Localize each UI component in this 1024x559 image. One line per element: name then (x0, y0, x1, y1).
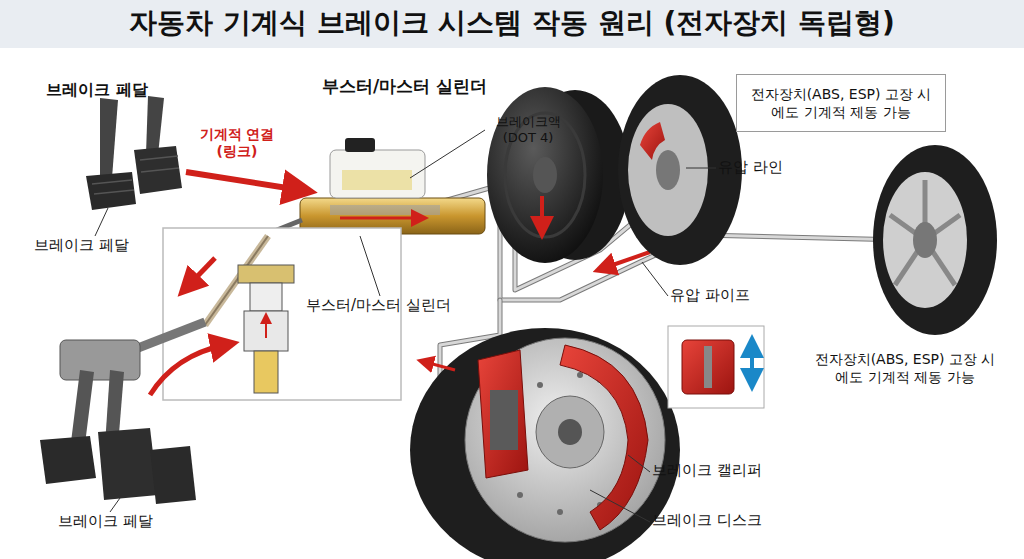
note-text: 전자장치(ABS, ESP) 고장 시에도 기계적 제동 가능 (745, 85, 937, 121)
flow-arrow (604, 252, 650, 268)
rear-wheel (873, 145, 997, 335)
front-wheel (410, 328, 680, 559)
brake-booster (487, 87, 630, 263)
flow-arrow (540, 196, 544, 228)
pedal-pair (86, 96, 182, 210)
leader-lines (95, 130, 716, 522)
part-label: 브레이크 캘리퍼 (652, 461, 792, 479)
part-label: 브레이크 디스크 (652, 511, 792, 529)
note-box: 전자장치(ABS, ESP) 고장 시에도 기계적 제동 가능 (736, 74, 946, 132)
link-label: 기계적 연결 (링크) (192, 126, 282, 160)
part-label: 유압 라인 (718, 158, 818, 176)
note-box: 전자장치(ABS, ESP) 고장 시에도 기계적 제동 가능 (800, 342, 1010, 394)
fluid-label: 브레이크액 (DOT 4) (478, 114, 578, 145)
master-cylinder (262, 138, 485, 236)
part-label: 유압 파이프 (670, 286, 780, 304)
part-label: 브레이크 페달 (34, 236, 164, 254)
part-label: 부스터/마스터 실린더 (306, 296, 506, 314)
part-label: 브레이크 페달 (58, 512, 198, 530)
caliper-inset (668, 326, 764, 408)
pedal-assembly (40, 322, 205, 504)
title-band (0, 0, 1024, 48)
note-text: 전자장치(ABS, ESP) 고장 시에도 기계적 제동 가능 (808, 350, 1002, 386)
part-label: 부스터/마스터 실린더 (322, 76, 542, 96)
part-label: 브레이크 페달 (46, 80, 186, 99)
diagram-title: 자동차 기계식 브레이크 시스템 작동 원리 (전자장치 독립형) (0, 6, 1024, 40)
link-arrow (186, 172, 300, 190)
linkage-inset (150, 228, 401, 400)
flow-arrow (425, 362, 455, 370)
